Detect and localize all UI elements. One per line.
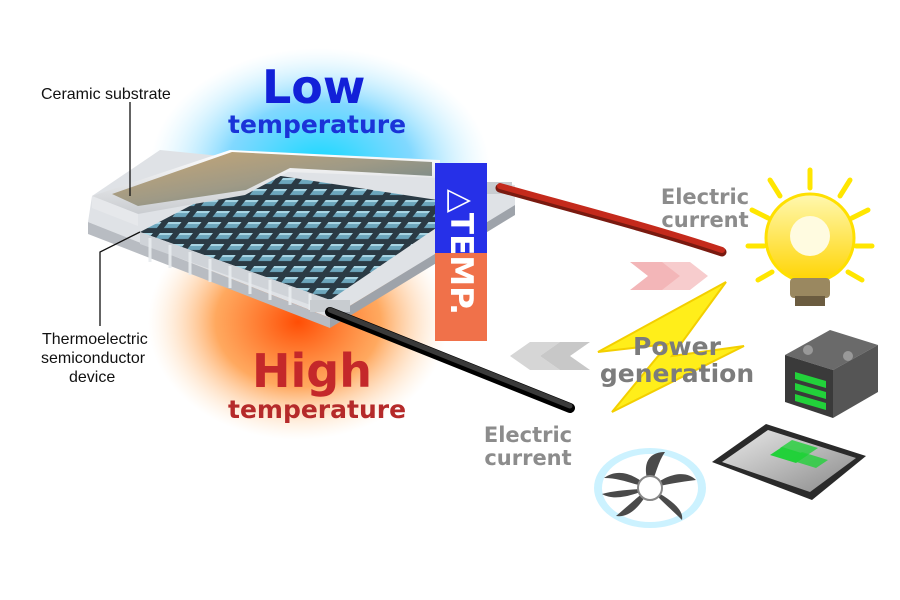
thermoelectric-label-line1: Thermoelectric [42, 331, 148, 348]
current-arrow-right [630, 262, 708, 290]
lightning-bolt [597, 281, 745, 413]
delta-temp-bar [435, 163, 487, 341]
ceramic-substrate-label: Ceramic substrate [41, 86, 171, 103]
electric-current-top-line1: Electric [660, 185, 750, 209]
low-temperature-subtitle: temperature [228, 110, 407, 139]
low-temperature-title: Low [262, 60, 366, 114]
thermoelectric-label-line3: device [69, 369, 116, 386]
electric-current-bottom-line2: current [484, 446, 572, 470]
battery-icon [785, 330, 878, 418]
thermoelectric-module [88, 150, 515, 328]
leader-line-thermo [99, 231, 141, 326]
cooling-fan-icon [594, 448, 706, 528]
solar-panel-icon [712, 424, 866, 500]
current-arrow-left [510, 342, 590, 370]
light-bulb-icon [745, 167, 875, 306]
electric-current-bottom-line1: Electric [483, 423, 573, 447]
high-temperature-subtitle: temperature [228, 395, 407, 424]
electric-current-top-line2: current [661, 208, 749, 232]
power-generation-line2: generation [599, 359, 755, 388]
delta-temp-label: △TEMP. [443, 189, 479, 315]
high-temperature-title: High [252, 344, 372, 398]
power-generation-line1: Power [633, 332, 721, 361]
thermoelectric-label-line2: semiconductor [41, 350, 146, 367]
